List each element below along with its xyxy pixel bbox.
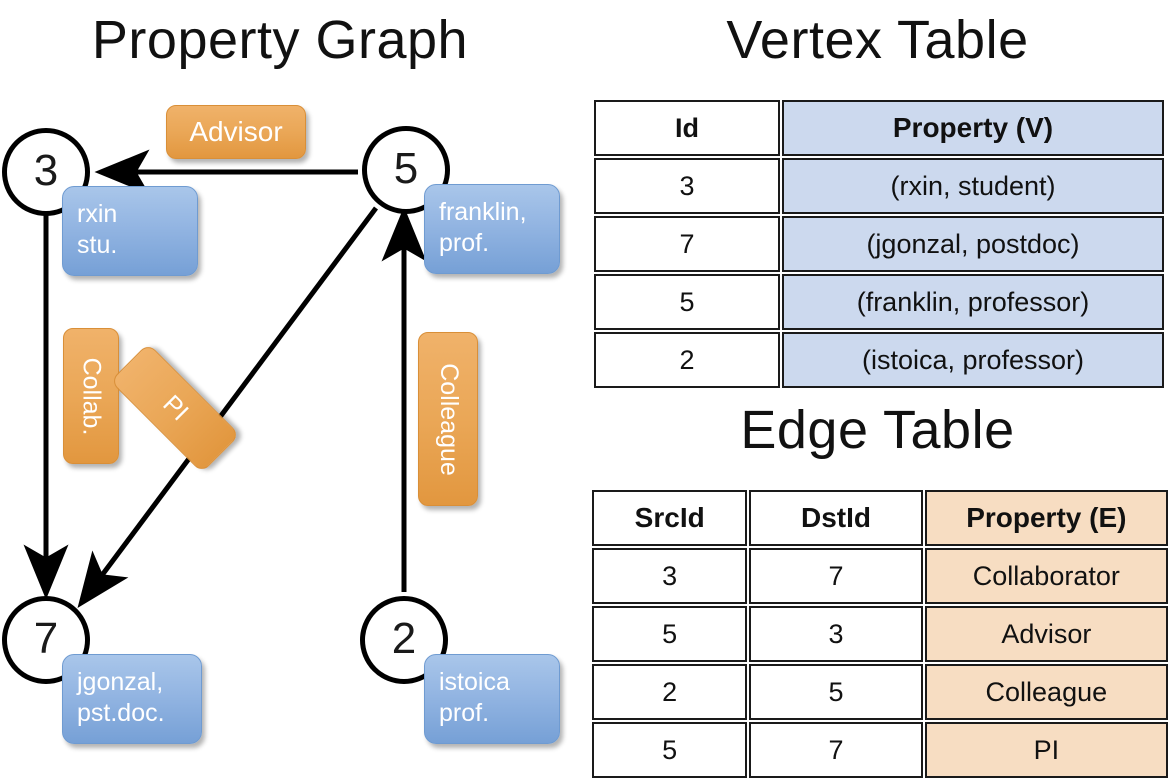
edge-table-header-property: Property (E) bbox=[924, 490, 1168, 546]
table-row[interactable]: 5 (franklin, professor) bbox=[594, 274, 1164, 330]
vertex-property-box-3-line1: rxin bbox=[77, 200, 118, 228]
vertex-node-5[interactable]: 5 bbox=[362, 126, 450, 214]
vertex-property-box-2-line2: prof. bbox=[439, 699, 490, 727]
table-row[interactable]: 3 7 Collaborator bbox=[592, 548, 1168, 604]
vertex-property-box-3: rxin stu. bbox=[62, 186, 198, 276]
vertex-property-box-5-line1: franklin, bbox=[439, 198, 527, 226]
edge-label-collab: Collab. bbox=[63, 328, 119, 464]
vertex-property-box-3-line2: stu. bbox=[77, 231, 118, 259]
property-graph-diagram: 3 5 7 2 rxin stu. franklin, prof. jgonza… bbox=[0, 80, 585, 760]
vertex-node-5-label: 5 bbox=[393, 144, 419, 193]
edge-table-cell-srcid: 5 bbox=[592, 606, 748, 662]
edge-label-collab-text: Collab. bbox=[77, 357, 106, 435]
page-title-edge-table: Edge Table bbox=[740, 400, 1015, 460]
edge-label-colleague-text: Colleague bbox=[434, 362, 463, 476]
edge-label-pi-text: PI bbox=[157, 389, 194, 426]
table-row[interactable]: 7 (jgonzal, postdoc) bbox=[594, 216, 1164, 272]
vertex-table-header-row: Id Property (V) bbox=[594, 100, 1164, 156]
vertex-table: Id Property (V) 3 (rxin, student) 7 (jgo… bbox=[592, 98, 1166, 390]
vertex-property-box-2-line1: istoica bbox=[439, 668, 510, 696]
table-row[interactable]: 3 (rxin, student) bbox=[594, 158, 1164, 214]
edge-table-cell-property: Advisor bbox=[924, 606, 1168, 662]
vertex-property-box-5-line2: prof. bbox=[439, 229, 490, 257]
vertex-table-cell-id: 7 bbox=[594, 216, 780, 272]
vertex-node-7-label: 7 bbox=[33, 614, 59, 663]
edge-table-cell-dstid: 7 bbox=[749, 548, 923, 604]
vertex-table-cell-property: (istoica, professor) bbox=[782, 332, 1164, 388]
vertex-property-box-2: istoica prof. bbox=[424, 654, 560, 744]
vertex-property-box-5: franklin, prof. bbox=[424, 184, 560, 274]
edge-table-header-dstid: DstId bbox=[749, 490, 923, 546]
vertex-node-3[interactable]: 3 bbox=[2, 128, 90, 216]
page-title-vertex-table: Vertex Table bbox=[726, 10, 1029, 70]
vertex-table-cell-id: 2 bbox=[594, 332, 780, 388]
edge-label-colleague: Colleague bbox=[418, 332, 478, 506]
vertex-table-cell-property: (jgonzal, postdoc) bbox=[782, 216, 1164, 272]
table-row[interactable]: 2 5 Colleague bbox=[592, 664, 1168, 720]
edge-table-cell-property: Colleague bbox=[924, 664, 1168, 720]
edge-table-cell-srcid: 3 bbox=[592, 548, 748, 604]
edge-label-advisor-text: Advisor bbox=[189, 116, 283, 147]
edge-table-cell-property: Collaborator bbox=[924, 548, 1168, 604]
edge-label-advisor: Advisor bbox=[166, 105, 306, 159]
vertex-property-box-7-line2: pst.doc. bbox=[77, 699, 165, 727]
graph-edge-arrows bbox=[23, 149, 427, 609]
vertex-node-3-label: 3 bbox=[33, 146, 59, 195]
table-row[interactable]: 5 7 PI bbox=[592, 722, 1168, 778]
edge-table-cell-dstid: 7 bbox=[749, 722, 923, 778]
vertex-node-2-label: 2 bbox=[391, 614, 417, 663]
edge-table: SrcId DstId Property (E) 3 7 Collaborato… bbox=[590, 488, 1170, 780]
vertex-table-cell-id: 5 bbox=[594, 274, 780, 330]
vertex-property-box-7: jgonzal, pst.doc. bbox=[62, 654, 202, 744]
edge-table-cell-dstid: 5 bbox=[749, 664, 923, 720]
edge-table-cell-srcid: 5 bbox=[592, 722, 748, 778]
vertex-table-cell-property: (rxin, student) bbox=[782, 158, 1164, 214]
edge-table-cell-property: PI bbox=[924, 722, 1168, 778]
vertex-table-cell-property: (franklin, professor) bbox=[782, 274, 1164, 330]
page-title-property-graph: Property Graph bbox=[91, 10, 469, 70]
edge-table-cell-srcid: 2 bbox=[592, 664, 748, 720]
vertex-property-box-7-line1: jgonzal, bbox=[77, 668, 164, 696]
table-row[interactable]: 2 (istoica, professor) bbox=[594, 332, 1164, 388]
vertex-table-header-property: Property (V) bbox=[782, 100, 1164, 156]
edge-arrow-5-to-7 bbox=[77, 206, 379, 609]
table-row[interactable]: 5 3 Advisor bbox=[592, 606, 1168, 662]
vertex-table-header-id: Id bbox=[594, 100, 780, 156]
edge-table-cell-dstid: 3 bbox=[749, 606, 923, 662]
vertex-table-cell-id: 3 bbox=[594, 158, 780, 214]
edge-table-header-srcid: SrcId bbox=[592, 490, 748, 546]
edge-table-header-row: SrcId DstId Property (E) bbox=[592, 490, 1168, 546]
